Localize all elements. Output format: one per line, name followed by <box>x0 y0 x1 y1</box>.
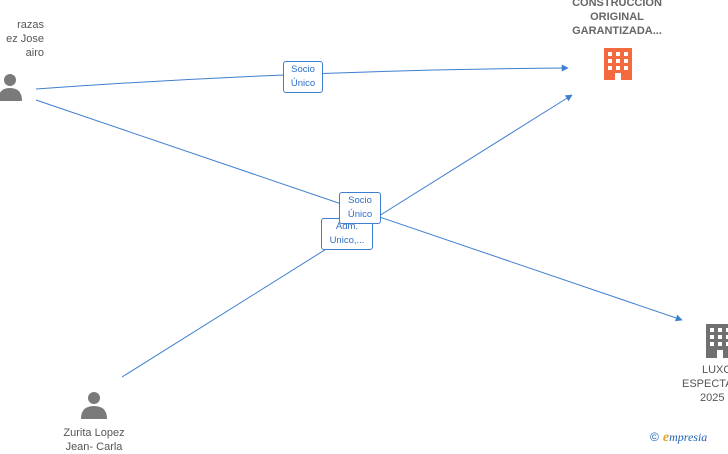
company-right-name-line: ESPECTA <box>682 378 728 390</box>
person-bottom-name-line: Zurita Lopez <box>63 427 125 439</box>
company-right-name-line: LUXO <box>702 364 728 376</box>
company-top-name-line: GARANTIZADA... <box>572 25 662 37</box>
company-right-name-line: 2025 <box>700 392 725 404</box>
edge-label-line: Socio <box>291 64 315 75</box>
company-right-name[interactable]: LUXO ESPECTA 2025 <box>680 363 728 405</box>
building-icon[interactable] <box>706 324 728 358</box>
empresia-watermark: ©empresia <box>650 430 707 446</box>
person-top-name[interactable]: razas ez Jose airo <box>0 18 44 60</box>
edge-label-socio-unico-middle[interactable]: Socio Único <box>339 192 381 224</box>
person-top-name-line: ez Jose <box>6 33 44 45</box>
copyright-symbol: © <box>650 430 659 444</box>
person-top-name-line: razas <box>17 19 44 31</box>
person-bottom-name-line: Jean- Carla <box>65 441 123 453</box>
empresia-logo-initial: e <box>662 430 670 445</box>
company-top-name-line: CONSTRUCCION <box>572 0 662 9</box>
person-icon[interactable] <box>81 392 107 419</box>
person-icon[interactable] <box>0 74 22 101</box>
company-top-name[interactable]: CONSTRUCCION ORIGINAL GARANTIZADA... <box>556 0 678 38</box>
edge-label-line: Único <box>347 209 373 220</box>
building-icon[interactable] <box>604 48 632 80</box>
person-top-name-line: airo <box>25 47 44 59</box>
edge-label-line: Adm. <box>335 221 359 232</box>
edge-label-line: Único <box>290 78 316 89</box>
edge-label-socio-unico-top[interactable]: Socio Único <box>283 61 323 93</box>
empresia-logo-text: mpresia <box>669 430 708 444</box>
edge-label-line: Socio <box>348 195 372 206</box>
company-top-name-line: ORIGINAL <box>590 11 644 23</box>
edge-label-line: Unico,... <box>329 235 365 246</box>
